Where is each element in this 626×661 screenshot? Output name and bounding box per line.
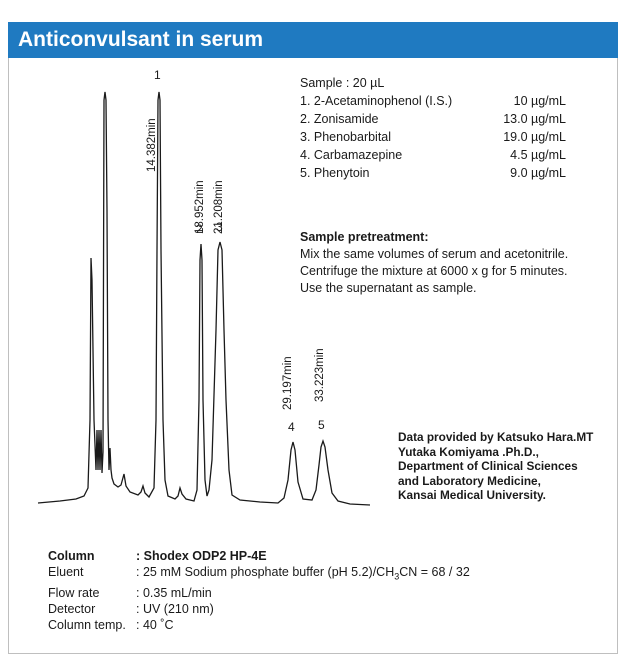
sample-row: 3. Phenobarbital 19.0 µg/mL [300,128,566,146]
credit-line: Data provided by Katsuko Hara.MT [398,430,594,444]
component-name: 1. 2-Acetaminophenol (I.S.) [300,94,453,108]
credit-line: and Laboratory Medicine, [398,473,541,488]
condition-label: Column [48,549,95,563]
pretreatment-title: Sample pretreatment: [300,230,429,244]
peak-rt-5: 33.223min [314,348,326,402]
component-name: 2. Zonisamide [300,112,379,126]
sample-row: 4. Carbamazepine 4.5 µg/mL [300,146,566,164]
sample-volume: Sample : 20 µL [300,76,385,90]
condition-label: Eluent [48,565,84,579]
data-credit: Data provided by Katsuko Hara.MT Yutaka … [398,430,593,503]
header-bar: Anticonvulsant in serum [8,22,618,58]
condition-column-temp: Column temp. : 40 ˚C [48,617,470,633]
peak-label-3: 3 [216,220,223,234]
peak-label-2: 2 [196,222,203,236]
condition-value: : 25 mM Sodium phosphate buffer (pH 5.2)… [136,564,470,585]
pretreatment-line: Use the supernatant as sample. [300,281,477,295]
peak-rt-1: 14.382min [146,118,158,172]
component-name: 3. Phenobarbital [300,130,392,144]
condition-label: Detector [48,601,96,616]
chromatogram-trace [37,91,371,506]
content-panel [8,58,618,654]
condition-detector: Detector : UV (210 nm) [48,601,470,617]
condition-label: Flow rate [48,585,100,600]
component-conc: 9.0 µg/mL [510,166,566,180]
eluent-prefix: : 25 mM Sodium phosphate buffer (pH 5.2)… [136,565,395,579]
peak-label-1: 1 [154,68,161,82]
credit-line: Yutaka Komiyama .Ph.D., [398,444,539,459]
conditions: Column : Shodex ODP2 HP-4E Eluent : 25 m… [48,548,470,633]
page-title: Anticonvulsant in serum [18,28,264,51]
eluent-suffix: CN = 68 / 32 [399,565,470,579]
component-conc: 19.0 µg/mL [503,130,566,144]
condition-value: : 40 ˚C [136,617,174,632]
peak-rt-4: 29.197min [282,356,294,410]
condition-value: : Shodex ODP2 HP-4E [136,549,267,563]
credit-line: Kansai Medical University. [398,488,546,502]
condition-flow-rate: Flow rate : 0.35 mL/min [48,585,470,601]
sample-row: 1. 2-Acetaminophenol (I.S.) 10 µg/mL [300,92,566,110]
condition-label: Column temp. [48,617,126,632]
component-conc: 13.0 µg/mL [503,112,566,126]
credit-line: Department of Clinical Sciences [398,459,578,473]
component-name: 4. Carbamazepine [300,148,403,162]
component-conc: 10 µg/mL [513,94,566,108]
peak-label-5: 5 [318,418,325,432]
pretreatment-line: Mix the same volumes of serum and aceton… [300,247,569,261]
condition-eluent: Eluent : 25 mM Sodium phosphate buffer (… [48,564,470,585]
eluent-subscript: 3 [394,571,400,582]
sample-pretreatment: Sample pretreatment: Mix the same volume… [300,229,568,297]
component-conc: 4.5 µg/mL [510,148,566,162]
condition-value: : 0.35 mL/min [136,585,212,600]
component-name: 5. Phenytoin [300,166,370,180]
sample-info: Sample : 20 µL 1. 2-Acetaminophenol (I.S… [300,74,566,182]
condition-value: : UV (210 nm) [136,601,214,616]
peak-rt-2: 18.952min [194,180,206,234]
peak-label-4: 4 [288,420,295,434]
sample-row: 2. Zonisamide 13.0 µg/mL [300,110,566,128]
condition-column: Column : Shodex ODP2 HP-4E [48,548,470,564]
peak-rt-3: 21.208min [213,180,225,234]
pretreatment-line: Centrifuge the mixture at 6000 x g for 5… [300,264,568,278]
sample-row: 5. Phenytoin 9.0 µg/mL [300,164,566,182]
